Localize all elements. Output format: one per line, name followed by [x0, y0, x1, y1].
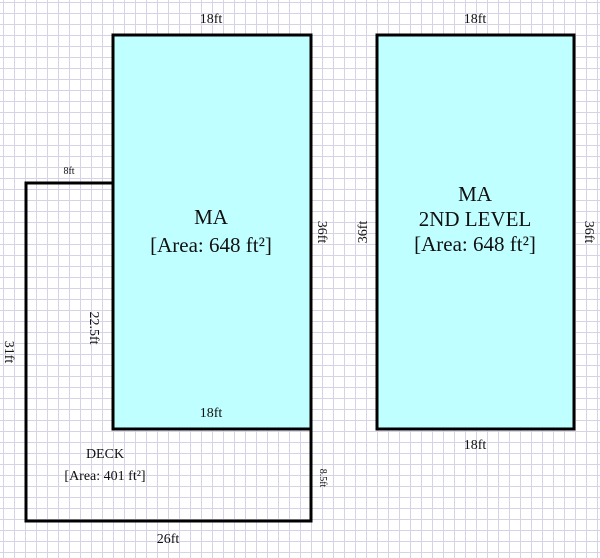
room-ma[interactable] — [111, 33, 313, 431]
dim-ma-left: 22.5ft — [86, 311, 101, 344]
room-ma2-level: 2ND LEVEL — [419, 207, 532, 231]
deck-area: [Area: 401 ft²] — [64, 469, 145, 484]
room-ma-area: [Area: 648 ft²] — [150, 233, 272, 257]
deck-outline[interactable] — [24, 181, 313, 523]
dim-ma2-top: 18ft — [464, 12, 487, 27]
dim-deck-right: 8.5ft — [317, 469, 328, 488]
room-ma-name: MA — [194, 205, 229, 229]
room-ma2-area: [Area: 648 ft²] — [414, 232, 536, 256]
dim-ma-top: 18ft — [200, 12, 223, 27]
dim-ma2-right: 36ft — [581, 221, 596, 244]
dim-deck-bottom: 26ft — [157, 532, 180, 547]
dim-deck-top: 8ft — [63, 166, 74, 177]
dim-ma2-left: 36ft — [356, 221, 371, 244]
room-ma-2nd-level[interactable] — [375, 33, 576, 431]
dim-ma-bottom: 18ft — [200, 406, 223, 421]
dim-deck-left: 31ft — [1, 341, 16, 364]
dim-ma2-bottom: 18ft — [464, 438, 487, 453]
dim-ma-right: 36ft — [314, 221, 329, 244]
deck-name: DECK — [86, 447, 124, 462]
room-ma2-name: MA — [458, 182, 493, 206]
